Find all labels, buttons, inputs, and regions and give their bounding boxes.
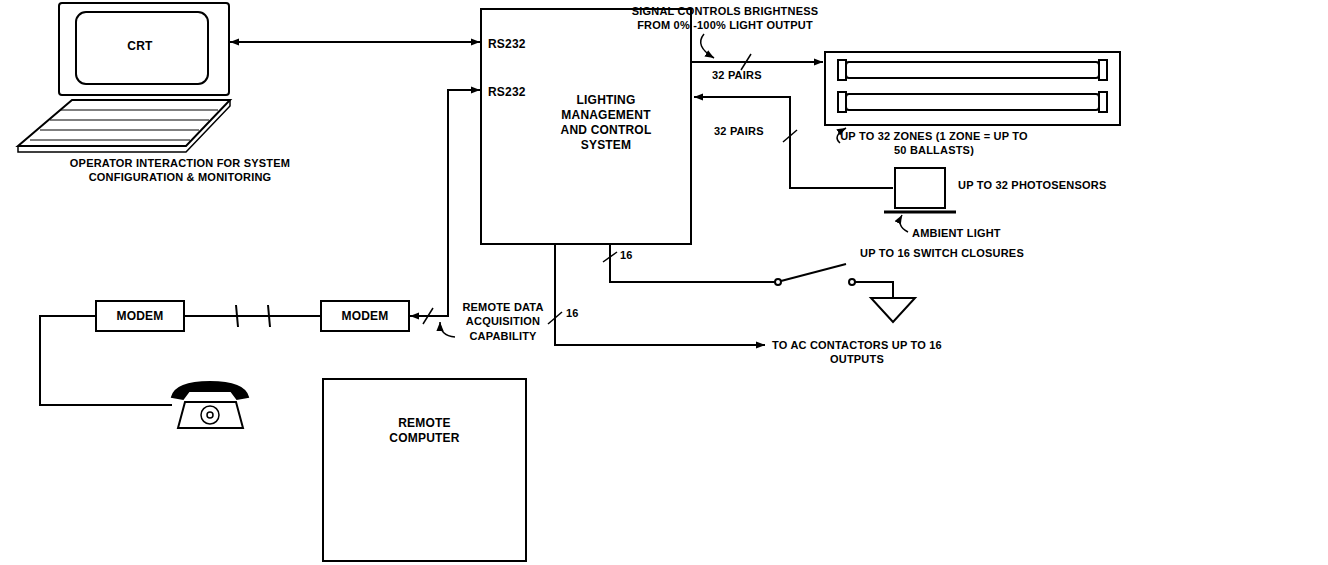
node-label: REMOTE COMPUTER	[365, 416, 485, 446]
connector	[230, 41, 480, 43]
bus-slash	[741, 54, 751, 70]
connector	[185, 315, 320, 317]
ambient-light-label: AMBIENT LIGHT	[912, 226, 1032, 240]
switch-contact	[849, 279, 855, 285]
leader-line	[701, 34, 714, 58]
ground-symbol	[871, 298, 915, 322]
switch-note: UP TO 16 SWITCH CLOSURES	[860, 246, 1070, 260]
tube-cap	[1099, 92, 1107, 112]
contactor-wire	[555, 245, 765, 345]
pair-count: 32 PAIRS	[714, 124, 780, 138]
tube-cap	[838, 92, 846, 112]
switch-wire	[610, 245, 775, 282]
port-label: RS232	[488, 85, 526, 100]
telephone	[178, 402, 243, 428]
remote-note: REMOTE DATA ACQUISITION CAPABILITY	[458, 300, 548, 343]
modem-box: MODEM	[320, 300, 410, 332]
bus-slash	[783, 130, 797, 142]
bus-count: 16	[566, 306, 596, 320]
node-label: CRT	[127, 39, 152, 54]
modem-box: MODEM	[95, 300, 185, 332]
switch-contact	[775, 279, 781, 285]
tube-cap	[838, 60, 846, 80]
zone-note: UP TO 32 ZONES (1 ZONE = UP TO 50 BALLAS…	[836, 129, 1032, 158]
sensor-wire	[694, 97, 893, 188]
switch-wire	[855, 282, 893, 298]
signal-note: SIGNAL CONTROLS BRIGHTNESS FROM 0% -100%…	[620, 4, 830, 33]
lamp-fixture	[825, 52, 1120, 125]
tube-cap	[1099, 60, 1107, 80]
node-label: LIGHTING MANAGEMENT AND CONTROL SYSTEM	[558, 93, 654, 153]
control-system-box: RS232RS232LIGHTING MANAGEMENT AND CONTRO…	[480, 8, 692, 245]
connector	[410, 90, 480, 316]
keyboard-edge	[18, 100, 230, 152]
telephone-dial	[207, 412, 213, 418]
bus-slash	[603, 252, 617, 262]
sensor-note: UP TO 32 PHOTOSENSORS	[958, 178, 1148, 192]
photosensor	[895, 168, 945, 208]
telephone-handset	[172, 382, 248, 399]
port-label: RS232	[488, 37, 526, 52]
bus-slash	[548, 312, 562, 324]
leader-line	[440, 322, 455, 337]
node-label: MODEM	[342, 309, 389, 324]
computer-box: REMOTE COMPUTER	[322, 378, 527, 562]
sensor-base	[884, 211, 956, 214]
phone-wire	[40, 316, 172, 405]
crt-screen	[76, 12, 208, 84]
bus-count: 16	[620, 248, 650, 262]
telephone-dial	[201, 406, 219, 424]
leader-line	[900, 215, 908, 232]
node-label: MODEM	[117, 309, 164, 324]
fluorescent-tube	[846, 94, 1099, 110]
operator-note: OPERATOR INTERACTION FOR SYSTEM CONFIGUR…	[66, 156, 294, 185]
contactor-note: TO AC CONTACTORS UP TO 16 OUTPUTS	[772, 338, 942, 367]
pair-count: 32 PAIRS	[712, 68, 782, 82]
switch-arm	[781, 264, 846, 281]
crt-monitor: CRT	[58, 2, 230, 96]
fluorescent-tube	[846, 62, 1099, 78]
dimming-wire	[692, 61, 823, 63]
keyboard-keys	[30, 110, 218, 140]
